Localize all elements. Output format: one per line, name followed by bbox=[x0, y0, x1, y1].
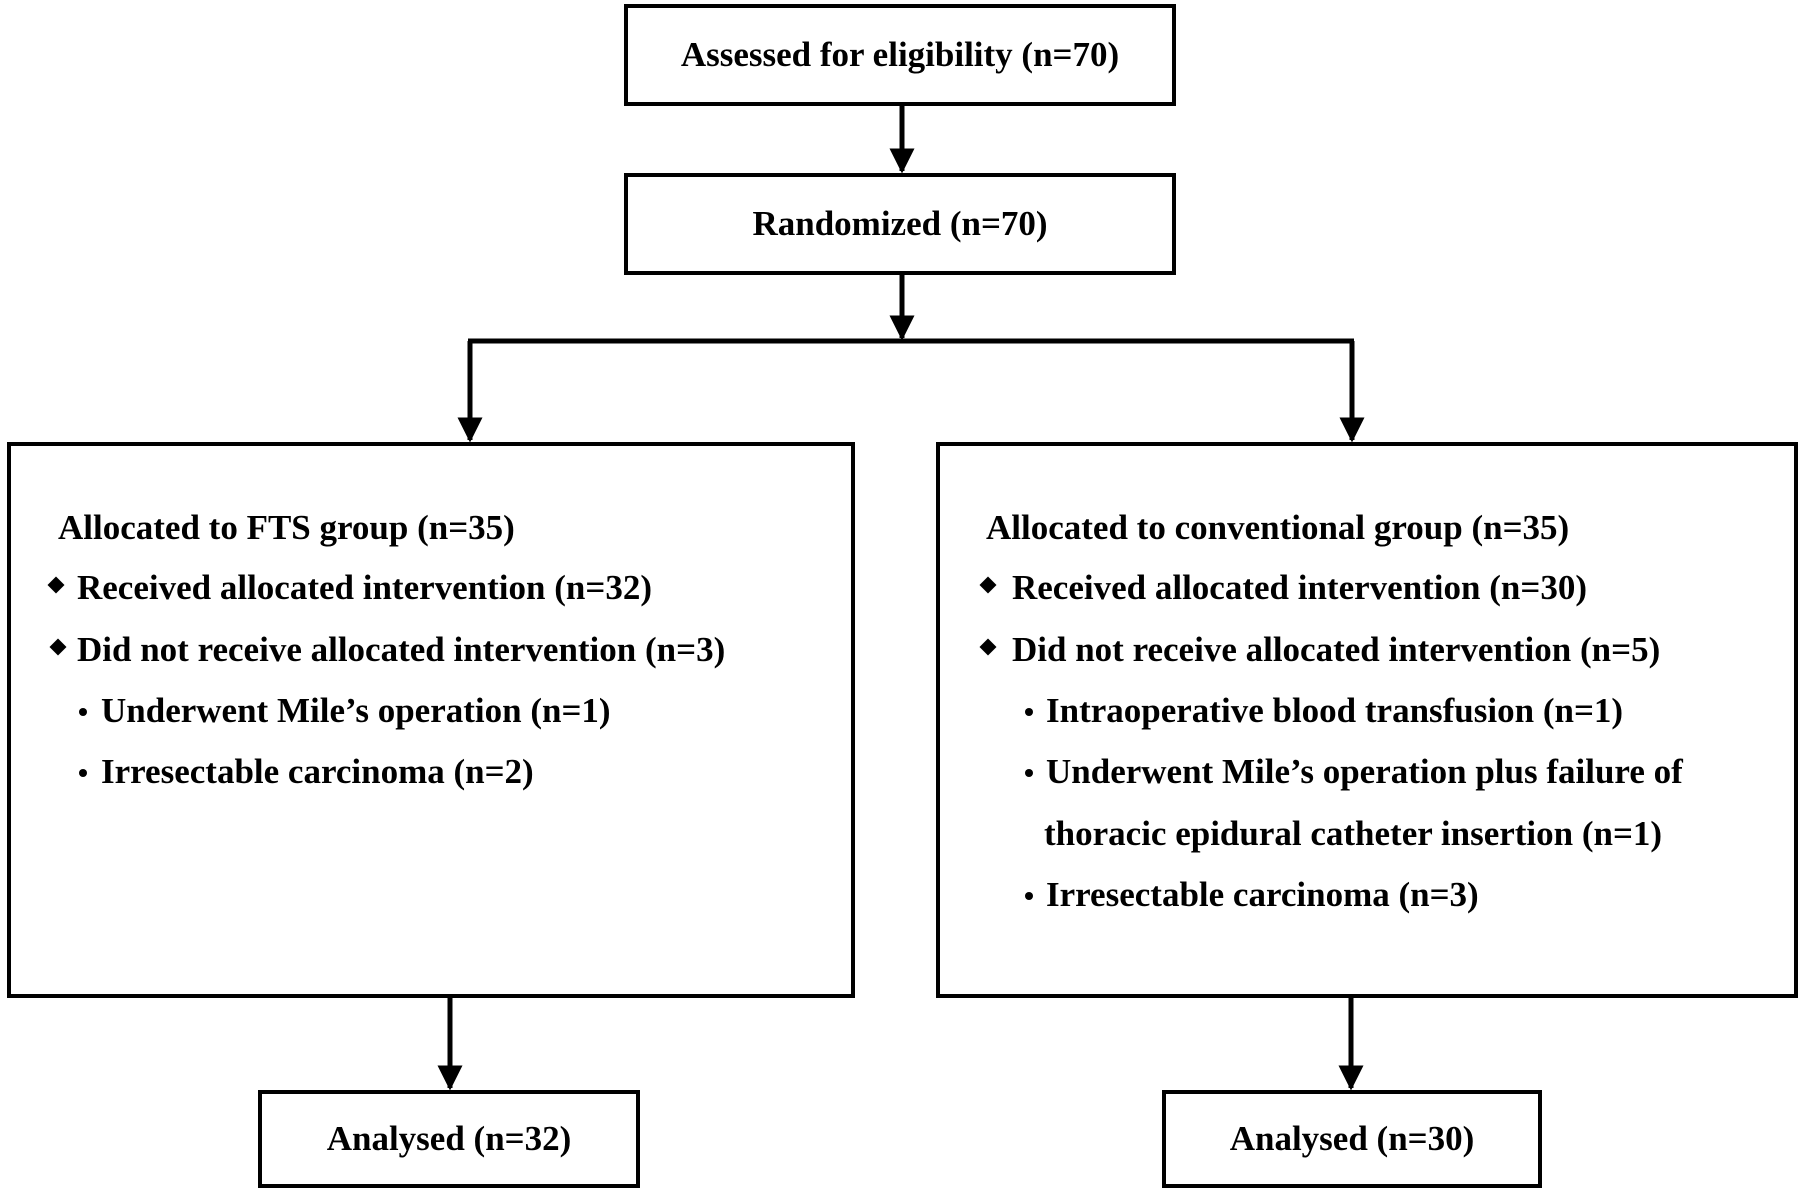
eligibility-label: Assessed for eligibility (n=70) bbox=[680, 35, 1120, 74]
bullet-dot-icon bbox=[79, 769, 87, 777]
conventional-analysed-box: Analysed (n=30) bbox=[1162, 1090, 1542, 1188]
conventional-analysed-label: Analysed (n=30) bbox=[1229, 1119, 1475, 1158]
eligibility-box: Assessed for eligibility (n=70) bbox=[624, 4, 1176, 106]
fts-group-box: Allocated to FTS group (n=35) Received a… bbox=[7, 442, 855, 998]
bullet-dot-icon bbox=[1025, 769, 1033, 777]
diamond-bullet-icon bbox=[979, 576, 997, 594]
randomized-box: Randomized (n=70) bbox=[624, 173, 1176, 275]
randomized-label: Randomized (n=70) bbox=[752, 204, 1048, 243]
fts-not-received: Did not receive allocated intervention (… bbox=[77, 630, 726, 669]
conventional-reason-item-continued: thoracic epidural catheter insertion (n=… bbox=[1044, 814, 1663, 853]
diamond-bullet-icon bbox=[49, 638, 67, 656]
conventional-group-title: Allocated to conventional group (n=35) bbox=[986, 508, 1570, 547]
conventional-not-received: Did not receive allocated intervention (… bbox=[1012, 630, 1661, 669]
fts-analysed-label: Analysed (n=32) bbox=[326, 1119, 572, 1158]
bullet-dot-icon bbox=[1025, 708, 1033, 716]
fts-reason-item: Irresectable carcinoma (n=2) bbox=[101, 752, 534, 791]
bullet-dot-icon bbox=[1025, 892, 1033, 900]
fts-analysed-box: Analysed (n=32) bbox=[258, 1090, 640, 1188]
conventional-reason-item: Underwent Mile’s operation plus failure … bbox=[1046, 752, 1683, 791]
fts-reason-item: Underwent Mile’s operation (n=1) bbox=[101, 691, 611, 730]
bullet-dot-icon bbox=[79, 708, 87, 716]
fts-received: Received allocated intervention (n=32) bbox=[77, 568, 652, 607]
conventional-reason-item: Irresectable carcinoma (n=3) bbox=[1046, 875, 1479, 914]
diamond-bullet-icon bbox=[979, 638, 997, 656]
diamond-bullet-icon bbox=[47, 576, 65, 594]
fts-group-title: Allocated to FTS group (n=35) bbox=[58, 508, 515, 547]
conventional-reason-item: Intraoperative blood transfusion (n=1) bbox=[1046, 691, 1624, 730]
conventional-received: Received allocated intervention (n=30) bbox=[1012, 568, 1587, 607]
conventional-group-box: Allocated to conventional group (n=35) R… bbox=[936, 442, 1798, 998]
